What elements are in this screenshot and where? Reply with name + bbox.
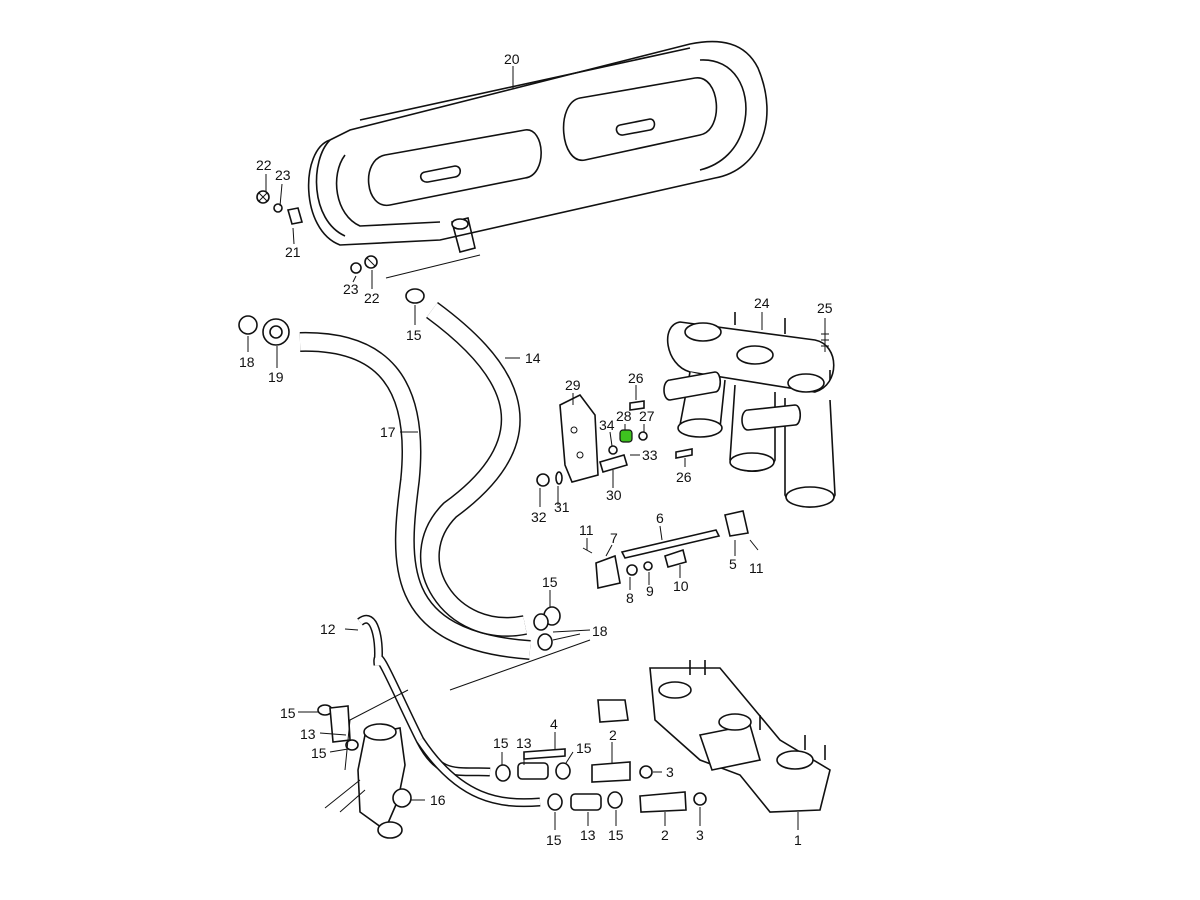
callout-23: 23: [275, 167, 291, 183]
callout-labels: 20 22 23 21 23 22 15 24 25 18 19 14 17 2…: [239, 51, 833, 848]
throttle-linkage: [582, 510, 759, 589]
callout-1: 1: [794, 832, 802, 848]
callout-15: 15: [493, 735, 509, 751]
highlighted-part-28: [619, 429, 633, 443]
callout-3: 3: [696, 827, 704, 843]
bracket-assembly: [536, 393, 693, 487]
callout-6: 6: [656, 510, 664, 526]
callout-4: 4: [550, 716, 558, 732]
carburetor-assembly: [597, 660, 831, 813]
callout-15: 15: [576, 740, 592, 756]
callout-15: 15: [546, 832, 562, 848]
callout-13: 13: [300, 726, 316, 742]
callout-32: 32: [531, 509, 547, 525]
callout-13: 13: [580, 827, 596, 843]
callout-7: 7: [610, 530, 618, 546]
callout-21: 21: [285, 244, 301, 260]
callout-5: 5: [729, 556, 737, 572]
callout-8: 8: [626, 590, 634, 606]
callout-30: 30: [606, 487, 622, 503]
callout-28: 28: [616, 408, 632, 424]
callout-23: 23: [343, 281, 359, 297]
callout-18: 18: [239, 354, 255, 370]
callout-15: 15: [406, 327, 422, 343]
callout-16: 16: [430, 792, 446, 808]
callout-10: 10: [673, 578, 689, 594]
callout-31: 31: [554, 499, 570, 515]
callout-18: 18: [592, 623, 608, 639]
callout-17: 17: [380, 424, 396, 440]
callout-3: 3: [666, 764, 674, 780]
callout-15: 15: [311, 745, 327, 761]
callout-11: 11: [579, 522, 594, 538]
callout-24: 24: [754, 295, 770, 311]
callout-29: 29: [565, 377, 581, 393]
callout-20: 20: [504, 51, 520, 67]
hoses: [299, 301, 541, 808]
callout-15: 15: [608, 827, 624, 843]
callout-33: 33: [642, 447, 658, 463]
callout-2: 2: [609, 727, 617, 743]
callout-19: 19: [268, 369, 284, 385]
callout-2: 2: [661, 827, 669, 843]
air-filter-housing: [307, 40, 768, 253]
callout-25: 25: [817, 300, 833, 316]
callout-14: 14: [525, 350, 541, 366]
housing-fasteners: [256, 190, 378, 274]
callout-15: 15: [542, 574, 558, 590]
intake-manifold: [663, 312, 836, 508]
callout-9: 9: [646, 583, 654, 599]
callout-26: 26: [628, 370, 644, 386]
callout-22: 22: [256, 157, 272, 173]
line-fittings: [495, 748, 707, 813]
callout-15: 15: [280, 705, 296, 721]
leader-lines: [247, 66, 826, 830]
fuel-pump: [329, 705, 412, 839]
clamps-and-rings: [238, 288, 561, 751]
callout-27: 27: [639, 408, 655, 424]
callout-12: 12: [320, 621, 336, 637]
callout-34: 34: [599, 417, 615, 433]
callout-13: 13: [516, 735, 532, 751]
callout-11: 11: [749, 560, 764, 576]
callout-22: 22: [364, 290, 380, 306]
callout-26: 26: [676, 469, 692, 485]
